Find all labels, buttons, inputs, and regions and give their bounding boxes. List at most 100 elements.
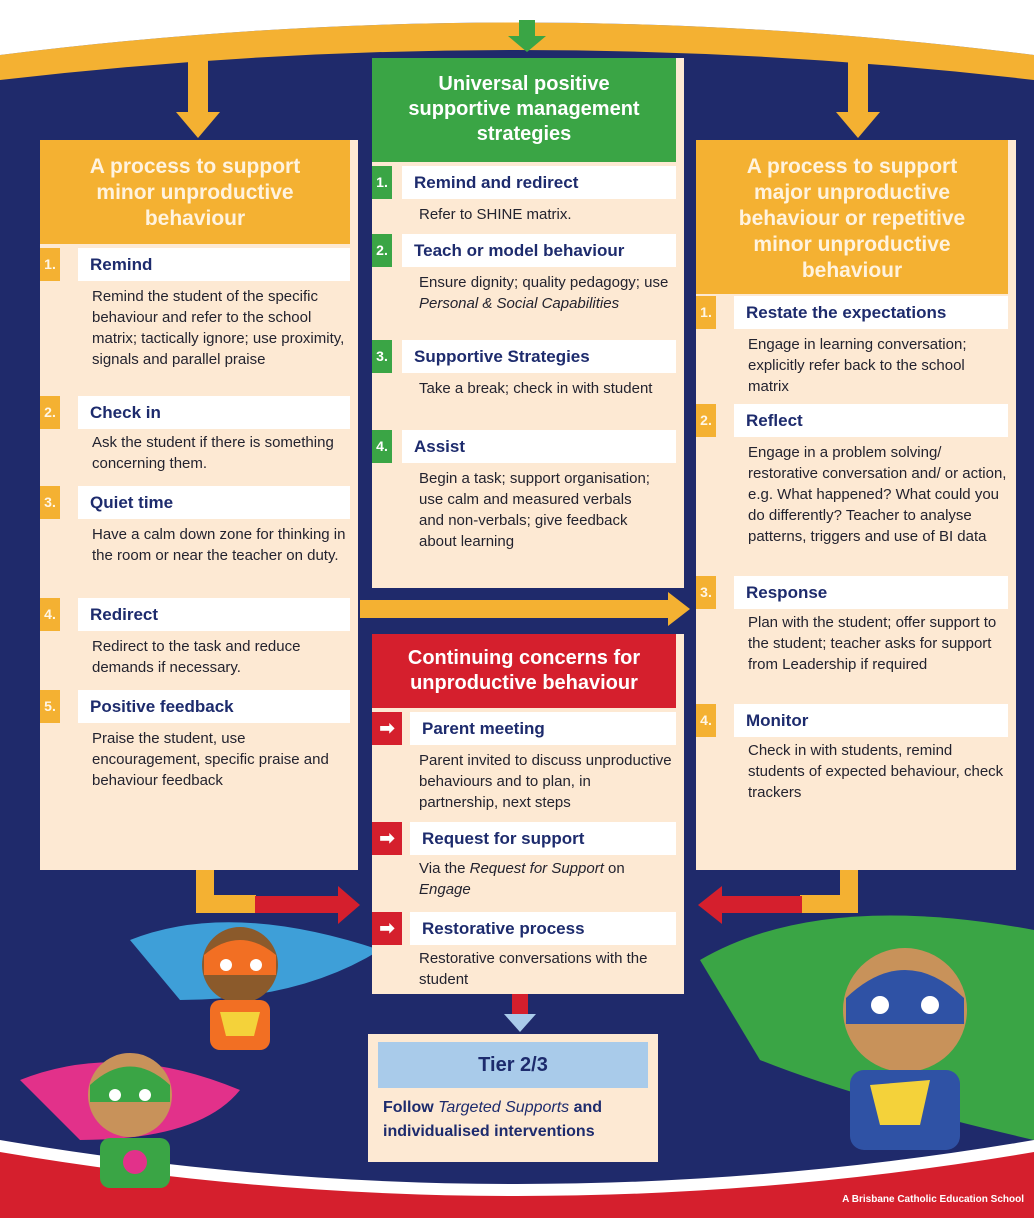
- step-number: 2.: [696, 404, 716, 437]
- step-title: Parent meeting: [410, 712, 676, 745]
- step-text: Restorative conversations with the stude…: [419, 950, 648, 988]
- right-arrow-middle-icon: [360, 592, 690, 626]
- step-text: Ask the student if there is something co…: [92, 434, 334, 472]
- step-number: 2.: [372, 234, 392, 267]
- text-part-italic: Request for Support: [469, 860, 604, 877]
- down-arrow-center-icon: [508, 20, 546, 52]
- step-number: 1.: [696, 296, 716, 329]
- minor-behaviour-panel: A process to support minor unproductive …: [40, 140, 358, 870]
- tier-text: Follow Targeted Supports and individuali…: [383, 1096, 648, 1144]
- right-step-4: 4. Monitor: [696, 704, 1008, 737]
- text-part: Ensure dignity; quality pedagogy; use: [419, 274, 669, 291]
- bottom-red-band: [0, 1150, 1034, 1218]
- step-title: Remind: [78, 248, 350, 281]
- center-step-1: 1. Remind and redirect: [372, 166, 676, 199]
- left-elbow-arrow-icon: [196, 870, 360, 924]
- step-text: Check in with students, remind students …: [748, 742, 1004, 801]
- step-text: Parent invited to discuss unproductive b…: [419, 752, 672, 811]
- step-title: Remind and redirect: [402, 166, 676, 199]
- step-text: Ensure dignity; quality pedagogy; use Pe…: [419, 272, 674, 314]
- step-text: Plan with the student; offer support to …: [748, 614, 997, 673]
- step-text: Redirect to the task and reduce demands …: [92, 638, 301, 676]
- continuing-concerns-heading: Continuing concerns for unproductive beh…: [372, 634, 676, 708]
- step-number: 1.: [372, 166, 392, 199]
- superhero-left-icon: [130, 922, 380, 1050]
- step-title: Monitor: [734, 704, 1008, 737]
- step-number: 4.: [40, 598, 60, 631]
- step-text: Praise the student, use encouragement, s…: [92, 730, 329, 789]
- step-title: Positive feedback: [78, 690, 350, 723]
- step-title: Teach or model behaviour: [402, 234, 676, 267]
- minor-behaviour-heading: A process to support minor unproductive …: [40, 140, 350, 244]
- right-elbow-arrow-icon: [698, 870, 858, 924]
- center-step-2: 2. Teach or model behaviour: [372, 234, 676, 267]
- center-step-4: 4. Assist: [372, 430, 676, 463]
- step-title: Request for support: [410, 822, 676, 855]
- right-step-1: 1. Restate the expectations: [696, 296, 1008, 329]
- text-part-italic: Personal & Social Capabilities: [419, 295, 620, 312]
- down-arrow-tier-icon: [504, 988, 536, 1032]
- text-part: on: [603, 860, 625, 877]
- tier-box: Tier 2/3 Follow Targeted Supports and in…: [368, 1034, 658, 1162]
- top-white: [0, 0, 1034, 55]
- major-behaviour-panel: A process to support major unproductive …: [696, 140, 1016, 870]
- step-title: Response: [734, 576, 1008, 609]
- universal-strategies-panel: Universal positive supportive management…: [372, 58, 684, 588]
- step-number: 3.: [40, 486, 60, 519]
- down-arrow-left-icon: [176, 40, 220, 138]
- arrow-right-icon: ➡: [372, 822, 402, 855]
- text-part: Follow: [383, 1099, 439, 1116]
- step-text: Refer to SHINE matrix.: [419, 206, 572, 223]
- step-text: Engage in a problem solving/ restorative…: [748, 444, 1007, 545]
- step-number: 3.: [696, 576, 716, 609]
- down-arrow-right-icon: [836, 40, 880, 138]
- step-text: Engage in learning conversation; explici…: [748, 336, 967, 395]
- left-step-3: 3. Quiet time: [40, 486, 350, 519]
- text-part-italic: Engage: [419, 881, 471, 898]
- step-text: Via the Request for Support on Engage: [419, 858, 674, 900]
- continuing-concerns-panel: Continuing concerns for unproductive beh…: [372, 634, 684, 994]
- superhero-right-icon: [700, 915, 1034, 1150]
- step-title: Assist: [402, 430, 676, 463]
- arrow-right-icon: ➡: [372, 912, 402, 945]
- step-title: Restorative process: [410, 912, 676, 945]
- step-text: Have a calm down zone for thinking in th…: [92, 526, 346, 564]
- tier-heading: Tier 2/3: [378, 1042, 648, 1088]
- arrow-right-icon: ➡: [372, 712, 402, 745]
- step-title: Check in: [78, 396, 350, 429]
- text-part: Via the: [419, 860, 470, 877]
- bottom-white-stripe: [0, 1140, 1034, 1196]
- superhero-bottom-left-icon: [20, 1053, 240, 1188]
- universal-strategies-heading: Universal positive supportive management…: [372, 58, 676, 162]
- step-title: Redirect: [78, 598, 350, 631]
- left-step-1: 1. Remind: [40, 248, 350, 281]
- left-step-2: 2. Check in: [40, 396, 350, 429]
- concern-step-2: ➡ Request for support: [372, 822, 676, 855]
- step-number: 5.: [40, 690, 60, 723]
- step-title: Reflect: [734, 404, 1008, 437]
- step-title: Restate the expectations: [734, 296, 1008, 329]
- concern-step-1: ➡ Parent meeting: [372, 712, 676, 745]
- text-part-italic: Targeted Supports: [438, 1099, 570, 1116]
- concern-step-3: ➡ Restorative process: [372, 912, 676, 945]
- center-step-3: 3. Supportive Strategies: [372, 340, 676, 373]
- right-step-3: 3. Response: [696, 576, 1008, 609]
- step-number: 3.: [372, 340, 392, 373]
- left-step-5: 5. Positive feedback: [40, 690, 350, 723]
- step-number: 4.: [372, 430, 392, 463]
- step-title: Supportive Strategies: [402, 340, 676, 373]
- step-title: Quiet time: [78, 486, 350, 519]
- step-text: Remind the student of the specific behav…: [92, 288, 345, 368]
- major-behaviour-heading: A process to support major unproductive …: [696, 140, 1008, 294]
- left-step-4: 4. Redirect: [40, 598, 350, 631]
- step-text: Take a break; check in with student: [419, 380, 653, 397]
- footer-credit: A Brisbane Catholic Education School: [842, 1194, 1024, 1205]
- step-number: 4.: [696, 704, 716, 737]
- text-part: and individualised interventions: [383, 1099, 603, 1140]
- top-arc: [0, 22, 1034, 80]
- step-text: Begin a task; support organisation; use …: [419, 470, 650, 550]
- step-number: 1.: [40, 248, 60, 281]
- step-number: 2.: [40, 396, 60, 429]
- right-step-2: 2. Reflect: [696, 404, 1008, 437]
